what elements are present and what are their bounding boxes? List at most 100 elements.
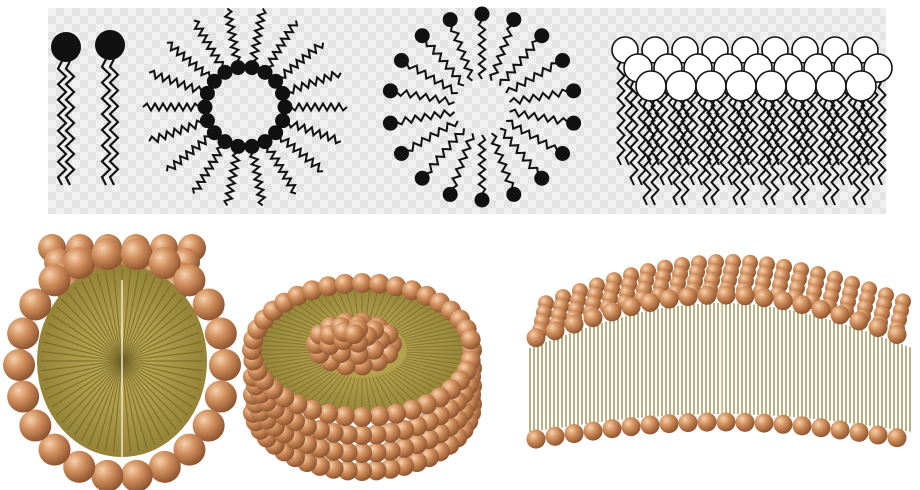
lipid-head-sphere: [831, 420, 850, 439]
lipid-head-sphere: [91, 238, 123, 270]
lipid-head-sphere: [205, 317, 237, 349]
lipid-head: [394, 146, 409, 161]
lipid-head-sphere: [19, 410, 51, 442]
bicelle-disc-model: [242, 273, 482, 481]
lipid-head: [696, 71, 726, 101]
lipid-head: [200, 113, 215, 128]
lipid-head-sphere: [565, 315, 584, 334]
lipid-head-sphere: [565, 424, 584, 443]
lipid-head-sphere: [318, 276, 338, 296]
lipid-head-sphere: [63, 247, 95, 279]
lipid-head: [534, 28, 549, 43]
lipid-head-sphere: [121, 238, 153, 270]
lipid-head: [506, 12, 521, 27]
lipid-head-sphere: [121, 460, 153, 490]
lipid-head: [475, 193, 490, 208]
lipid-head: [555, 146, 570, 161]
lipid-head: [566, 116, 581, 131]
lipid-head-sphere: [7, 381, 39, 413]
lipid-head-sphere: [831, 305, 850, 324]
lipid-head-sphere: [850, 312, 869, 331]
lipid-head-sphere: [641, 415, 660, 434]
lipid-head-sphere: [603, 302, 622, 321]
lipid-head: [394, 53, 409, 68]
lipid-head-sphere: [91, 460, 123, 490]
lipid-head-sphere: [774, 415, 793, 434]
lipid-head-sphere: [352, 273, 372, 293]
lipid-head-sphere: [149, 451, 181, 483]
lipid-head-sphere: [736, 413, 755, 432]
lipid-head: [506, 187, 521, 202]
lipid-head: [258, 134, 273, 149]
lipid-head: [218, 65, 233, 80]
lipid-head-sphere: [717, 286, 736, 305]
lipid-head-sphere: [344, 324, 364, 344]
lipid-head-sphere: [660, 414, 679, 433]
lipid-head-sphere: [736, 286, 755, 305]
lipid-head: [756, 71, 786, 101]
lipid-head: [415, 28, 430, 43]
lipid-head: [534, 171, 549, 186]
lipid-head-sphere: [774, 291, 793, 310]
lipid-head-sphere: [755, 288, 774, 307]
lipid-head-sphere: [584, 308, 603, 327]
lipid-head-sphere: [3, 349, 35, 381]
lipid-head-sphere: [850, 423, 869, 442]
lipid-head: [198, 100, 213, 115]
lipid-head-sphere: [622, 297, 641, 316]
lipid-head: [443, 187, 458, 202]
lipid-head: [244, 60, 259, 75]
lipid-head-sphere: [352, 407, 372, 427]
lipid-head: [244, 139, 259, 154]
lipid-bilayer-sheet-model: [527, 254, 912, 449]
lipid-head-sphere: [812, 418, 831, 437]
lipid-head: [51, 32, 81, 62]
lipid-head: [786, 71, 816, 101]
lipid-head-sphere: [793, 416, 812, 435]
lipid-head-sphere: [193, 288, 225, 320]
lipid-head: [726, 71, 756, 101]
lipid-head-sphere: [335, 274, 355, 294]
lipid-head-sphere: [369, 406, 389, 426]
lipid-head: [666, 71, 696, 101]
lipid-head: [636, 71, 666, 101]
lipid-head-sphere: [698, 286, 717, 305]
lipid-head-sphere: [584, 422, 603, 441]
lipid-head-sphere: [335, 406, 355, 426]
lipid-head-sphere: [869, 318, 888, 337]
lipid-head: [475, 7, 490, 22]
lipid-head-sphere: [527, 328, 546, 347]
lipid-head-sphere: [717, 413, 736, 432]
lipid-head: [846, 71, 876, 101]
lipid-head: [383, 116, 398, 131]
lipid-head-sphere: [461, 330, 481, 350]
lipid-head-sphere: [205, 381, 237, 413]
lipid-head: [816, 71, 846, 101]
lipid-head: [275, 86, 290, 101]
lipid-head-sphere: [7, 317, 39, 349]
lipid-head-sphere: [622, 417, 641, 436]
lipid-head: [443, 12, 458, 27]
lipid-head-sphere: [369, 274, 389, 294]
lipid-head: [415, 171, 430, 186]
lipid-head-sphere: [698, 413, 717, 432]
lipid-head-sphere: [386, 404, 406, 424]
cylindrical-micelle-model: [3, 234, 241, 490]
lipid-head-sphere: [679, 413, 698, 432]
lipid-head-sphere: [679, 287, 698, 306]
lipid-head-sphere: [546, 321, 565, 340]
lipid-head: [278, 100, 293, 115]
lipid-head-sphere: [603, 419, 622, 438]
lipid-head: [383, 83, 398, 98]
lipid-head: [566, 83, 581, 98]
lipid-head-sphere: [888, 428, 907, 447]
lipid-head-sphere: [209, 349, 241, 381]
lipid-head-sphere: [869, 426, 888, 445]
lipid-head: [231, 139, 246, 154]
lipid-head-sphere: [793, 295, 812, 314]
lipid-head-sphere: [755, 414, 774, 433]
lipid-head: [231, 60, 246, 75]
lipid-head-sphere: [641, 293, 660, 312]
lipid-head: [95, 30, 125, 60]
